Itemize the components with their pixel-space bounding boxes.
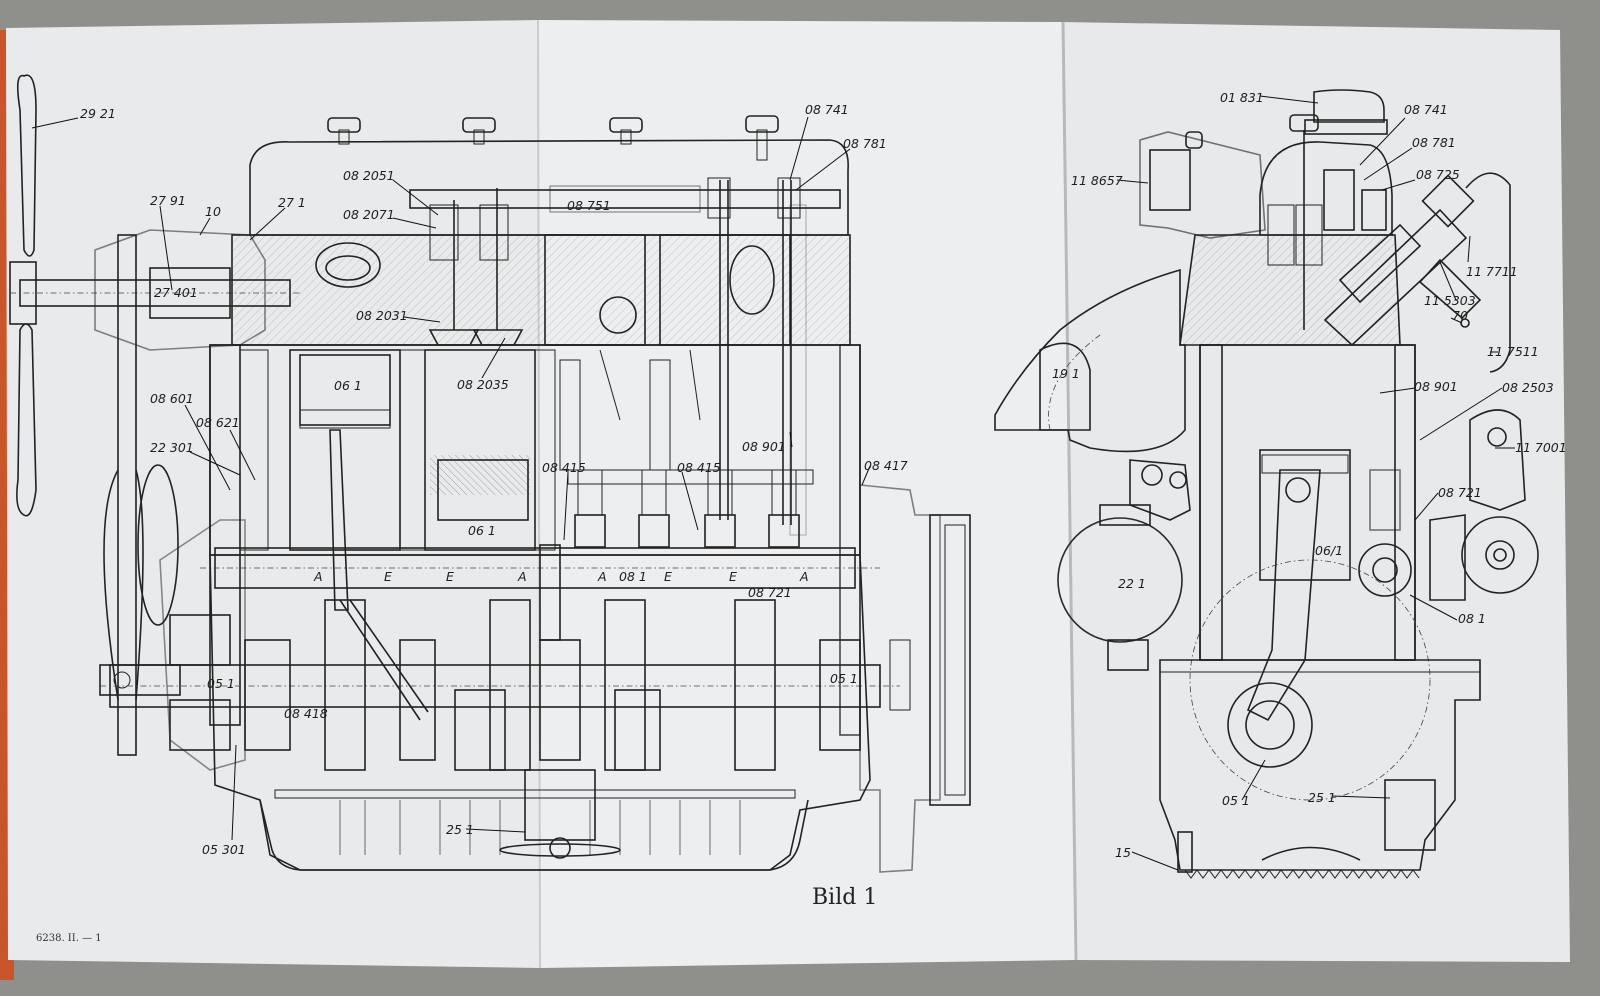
label-E-3: E [664, 569, 672, 584]
label-A-4: A [799, 569, 809, 584]
transverse-section [994, 89, 1539, 879]
label-08-2503: 08 2503 [1502, 380, 1554, 395]
label-06-1-s: 06/1 [1315, 543, 1343, 558]
label-11-5303: 11 5303 [1424, 293, 1476, 308]
label-08-418: 08 418 [284, 706, 328, 721]
label-27-401: 27 401 [154, 285, 198, 300]
label-08-901-s: 08 901 [1414, 379, 1458, 394]
label-08-781: 08 781 [843, 136, 887, 151]
label-08-417: 08 417 [864, 458, 908, 473]
label-08-415-a: 08 415 [542, 460, 586, 475]
pan-ribs [339, 800, 741, 855]
label-27-1: 27 1 [278, 195, 306, 210]
label-25-1-s: 25 1 [1308, 790, 1336, 805]
crankcase [209, 554, 871, 871]
figure-caption: Bild 1 [812, 885, 877, 910]
label-25-1: 25 1 [446, 822, 474, 837]
label-A-2: A [517, 569, 527, 584]
label-11-7511: 11 7511 [1487, 344, 1539, 359]
longitudinal-section [9, 74, 971, 873]
label-22-1: 22 1 [1118, 576, 1146, 591]
label-06-1-top: 06 1 [334, 378, 362, 393]
label-19-1: 19 1 [1052, 366, 1080, 381]
label-05-1-right: 05 1 [830, 671, 858, 686]
label-08-2071: 08 2071 [343, 207, 395, 222]
label-05-301: 05 301 [202, 842, 246, 857]
label-08-901: 08 901 [742, 439, 786, 454]
label-11-7711: 11 7711 [1466, 264, 1518, 279]
label-08-741: 08 741 [805, 102, 849, 117]
label-27-91: 27 91 [150, 193, 186, 208]
part-labels-main: 29 21 27 91 10 27 1 27 401 08 2051 08 20… [80, 102, 908, 857]
label-A-1: A [313, 569, 323, 584]
label-08-621: 08 621 [196, 415, 240, 430]
label-29-21: 29 21 [80, 106, 116, 121]
label-11-7001: 11 7001 [1515, 440, 1567, 455]
label-22-301: 22 301 [150, 440, 194, 455]
label-E-1: E [384, 569, 392, 584]
label-08-1-s: 08 1 [1458, 611, 1486, 626]
label-08-741-s: 08 741 [1404, 102, 1448, 117]
label-A-3: A [597, 569, 607, 584]
label-70: 70 [1452, 308, 1468, 323]
label-06-1-mid: 06 1 [468, 523, 496, 538]
label-01-831: 01 831 [1220, 90, 1264, 105]
label-08-751: 08 751 [567, 198, 611, 213]
label-08-781-s: 08 781 [1412, 135, 1456, 150]
cover-nuts [327, 115, 779, 161]
label-08-1: 08 1 [619, 569, 647, 584]
label-08-415-b: 08 415 [677, 460, 721, 475]
label-08-2031: 08 2031 [356, 308, 408, 323]
right-page [1062, 22, 1570, 962]
label-08-2035: 08 2035 [457, 377, 509, 392]
label-E-2: E [446, 569, 454, 584]
page-fold-2 [1061, 21, 1078, 961]
label-15: 15 [1115, 845, 1131, 860]
label-08-2051: 08 2051 [343, 168, 395, 183]
label-05-1-s: 05 1 [1222, 793, 1250, 808]
label-08-721: 08 721 [748, 585, 792, 600]
label-08-601: 08 601 [150, 391, 194, 406]
page-fold [537, 19, 541, 969]
label-11-8657: 11 8657 [1071, 173, 1123, 188]
part-labels-side: 01 831 08 741 08 781 11 8657 08 725 11 7… [1052, 90, 1567, 860]
label-08-725: 08 725 [1416, 167, 1460, 182]
label-08-721-s: 08 721 [1438, 485, 1482, 500]
label-10: 10 [205, 204, 221, 219]
fan-blade [9, 74, 37, 517]
middle-page [538, 20, 1076, 968]
label-05-1-left: 05 1 [207, 676, 235, 691]
label-E-4: E [729, 569, 737, 584]
page-footer-code: 6238. II. — 1 [36, 933, 102, 944]
leader-lines [31, 95, 1515, 871]
valve-cover [249, 139, 849, 236]
